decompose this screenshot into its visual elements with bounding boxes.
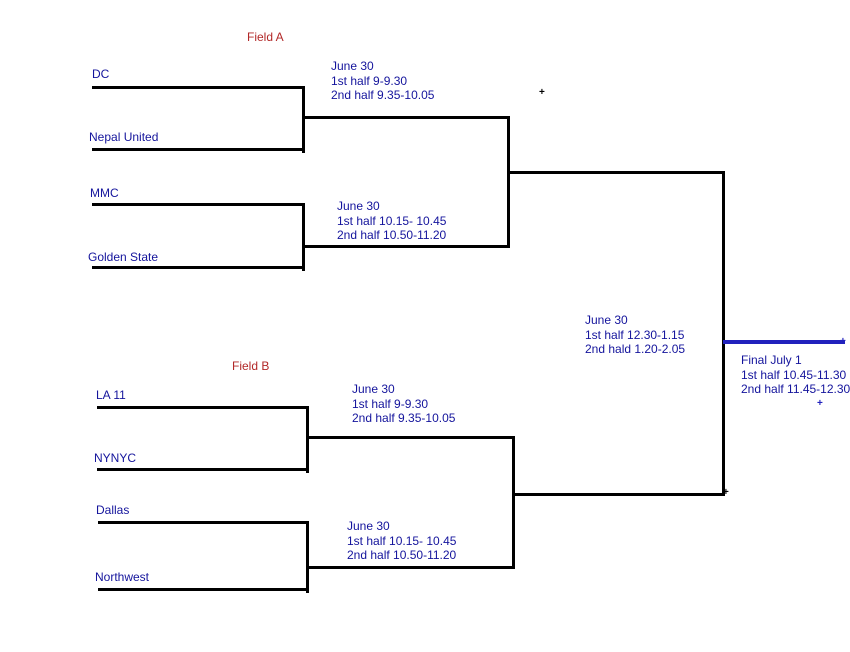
schedule-second-half: 2nd hald 1.20-2.05 [585, 342, 686, 356]
schedule-title: Final July 1 [741, 353, 802, 367]
field-a-match1-team2-line [92, 148, 305, 151]
schedule-first-half: 1st half 10.45-11.30 [741, 367, 847, 382]
final-schedule: Final July 1 1st half 10.45-11.30 2nd ha… [741, 353, 850, 397]
team-label-dallas: Dallas [96, 503, 130, 517]
field-b-label: Field B [232, 359, 270, 373]
final-winner-line [723, 340, 845, 344]
field-b-match2-team1-line [98, 521, 309, 524]
field-a-match2-connector [302, 203, 305, 271]
schedule-first-half: 1st half 10.15- 10.45 [347, 533, 457, 548]
final-connector [722, 171, 725, 496]
field-b-match2-team2-line [98, 588, 309, 591]
stray-plus-marker-below-final: + [817, 398, 823, 409]
schedule-second-half: 2nd half 10.50-11.20 [337, 228, 447, 242]
team-label-nepal-united: Nepal United [89, 130, 159, 144]
schedule-date: June 30 [352, 382, 395, 396]
field-a-label: Field A [247, 30, 284, 44]
field-a-match2-team1-line [92, 203, 305, 206]
schedule-date: June 30 [337, 199, 380, 213]
field-a-match2-schedule: June 30 1st half 10.15- 10.45 2nd half 1… [337, 199, 446, 243]
field-b-semifinal-winner-line [512, 493, 725, 496]
field-a-semifinal-winner-line [507, 171, 725, 174]
field-b-match2-schedule: June 30 1st half 10.15- 10.45 2nd half 1… [347, 519, 456, 563]
field-b-match2-winner-line [306, 566, 515, 569]
schedule-first-half: 1st half 9-9.30 [352, 396, 429, 411]
field-b-semifinal-connector [512, 436, 515, 569]
field-b-match1-team1-line [97, 406, 309, 409]
field-a-match2-team2-line [92, 266, 305, 269]
field-a-semifinal-connector [507, 116, 510, 248]
team-label-golden-state: Golden State [88, 250, 159, 264]
field-b-match1-winner-line [306, 436, 515, 439]
field-a-match1-winner-line [302, 116, 508, 119]
field-b-match1-schedule: June 30 1st half 9-9.30 2nd half 9.35-10… [352, 382, 455, 426]
team-label-dc: DC [92, 67, 110, 81]
team-label-la-11: LA 11 [96, 388, 126, 402]
schedule-first-half: 1st half 9-9.30 [331, 73, 408, 88]
field-a-match1-connector [302, 86, 305, 153]
stray-plus-marker-top: + [539, 87, 545, 98]
schedule-second-half: 2nd half 9.35-10.05 [331, 88, 435, 102]
field-a-match1-schedule: June 30 1st half 9-9.30 2nd half 9.35-10… [331, 59, 434, 103]
schedule-first-half: 1st half 12.30-1.15 [585, 327, 685, 342]
team-label-nynyc: NYNYC [94, 451, 137, 465]
field-a-match2-winner-line [302, 245, 508, 248]
field-b-match1-team2-line [97, 468, 309, 471]
field-a-match1-team1-line [92, 86, 305, 89]
semifinal-schedule: June 30 1st half 12.30-1.15 2nd hald 1.2… [585, 313, 685, 357]
stray-plus-marker-final-line-end: + [840, 336, 846, 347]
schedule-second-half: 2nd half 9.35-10.05 [352, 411, 456, 425]
schedule-date: June 30 [585, 313, 628, 327]
schedule-date: June 30 [347, 519, 390, 533]
team-label-mmc: MMC [90, 186, 119, 200]
schedule-date: June 30 [331, 59, 374, 73]
schedule-second-half: 2nd half 11.45-12.30 [741, 382, 850, 396]
team-label-northwest: Northwest [95, 570, 150, 584]
schedule-second-half: 2nd half 10.50-11.20 [347, 548, 457, 562]
field-b-match2-connector [306, 521, 309, 593]
schedule-first-half: 1st half 10.15- 10.45 [337, 213, 447, 228]
stray-plus-marker-lower-junction: + [723, 487, 729, 498]
field-b-match1-connector [306, 406, 309, 473]
